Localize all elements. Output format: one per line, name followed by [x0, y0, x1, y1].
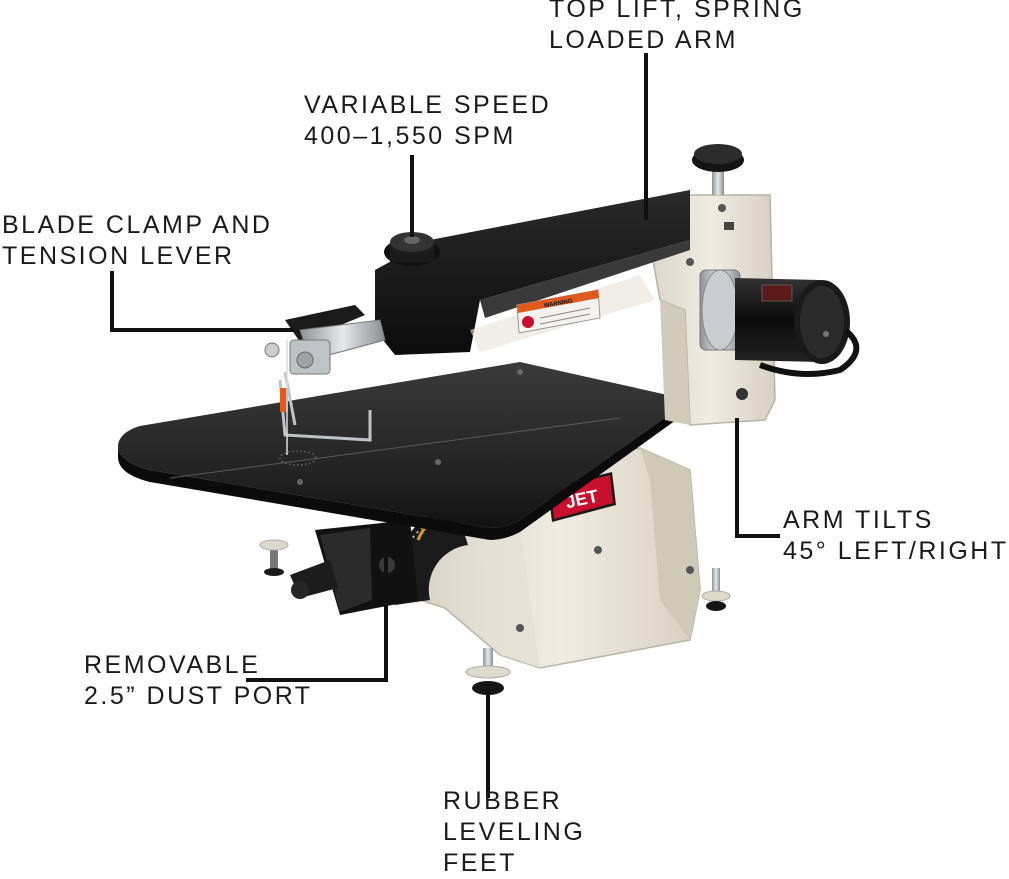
callout-blade-clamp-line2: TENSION LEVER: [2, 242, 235, 270]
tension-knob: [692, 144, 744, 195]
callout-blade-clamp-line1: BLADE CLAMP AND: [2, 211, 273, 239]
callout-variable-speed-line1: VARIABLE SPEED: [304, 91, 552, 119]
callout-leveling-feet-line2: LEVELING: [443, 818, 586, 846]
warning-label: WARNING: [516, 289, 601, 334]
callout-leader-lines: [110, 53, 780, 798]
warning-label-text: WARNING: [544, 298, 574, 309]
callout-top-lift-line1: TOP LIFT, SPRING: [549, 0, 805, 23]
blade-clamp-assembly: [264, 305, 386, 455]
callout-variable-speed: VARIABLE SPEED 400–1,550 SPM: [304, 90, 551, 152]
callout-leveling-feet-line1: RUBBER: [443, 787, 563, 815]
front-rubber-foot: [465, 648, 511, 695]
callout-top-lift: TOP LIFT, SPRING LOADED ARM: [549, 0, 805, 56]
callout-dust-port: REMOVABLE 2.5” DUST PORT: [84, 650, 313, 712]
callout-leveling-feet-line3: FEET: [443, 849, 517, 877]
speed-knob: [384, 232, 440, 266]
callout-dust-port-line2: 2.5” DUST PORT: [84, 682, 313, 710]
motor: [699, 269, 860, 377]
leader-dust-port: [246, 543, 388, 682]
callout-arm-tilts: ARM TILTS 45° LEFT/RIGHT: [783, 505, 1009, 567]
callout-leveling-feet: RUBBER LEVELING FEET: [443, 786, 585, 879]
callout-arm-tilts-line2: 45° LEFT/RIGHT: [783, 537, 1009, 565]
dust-port: [315, 520, 418, 615]
callout-variable-speed-line2: 400–1,550 SPM: [304, 122, 516, 150]
left-foot-assembly: [259, 539, 338, 599]
leader-arm-tilts: [735, 418, 780, 538]
right-rubber-foot: [701, 568, 731, 611]
callout-top-lift-line2: LOADED ARM: [549, 26, 738, 54]
worktable: [118, 362, 690, 540]
callout-blade-clamp: BLADE CLAMP AND TENSION LEVER: [2, 210, 272, 272]
leader-blade-clamp: [110, 271, 294, 332]
callout-dust-port-line1: REMOVABLE: [84, 651, 261, 679]
callout-arm-tilts-line1: ARM TILTS: [783, 506, 934, 534]
